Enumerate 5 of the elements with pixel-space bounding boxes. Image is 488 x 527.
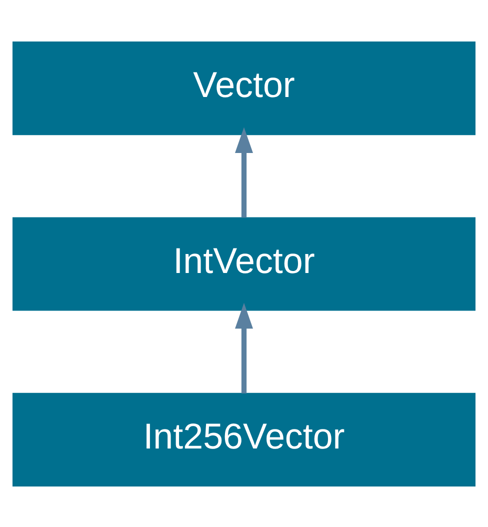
node-box: IntVector [12, 216, 476, 310]
arrow [235, 302, 253, 393]
node-box: Vector [12, 41, 476, 135]
arrow [235, 126, 253, 218]
node-box: Int256Vector [12, 392, 476, 486]
